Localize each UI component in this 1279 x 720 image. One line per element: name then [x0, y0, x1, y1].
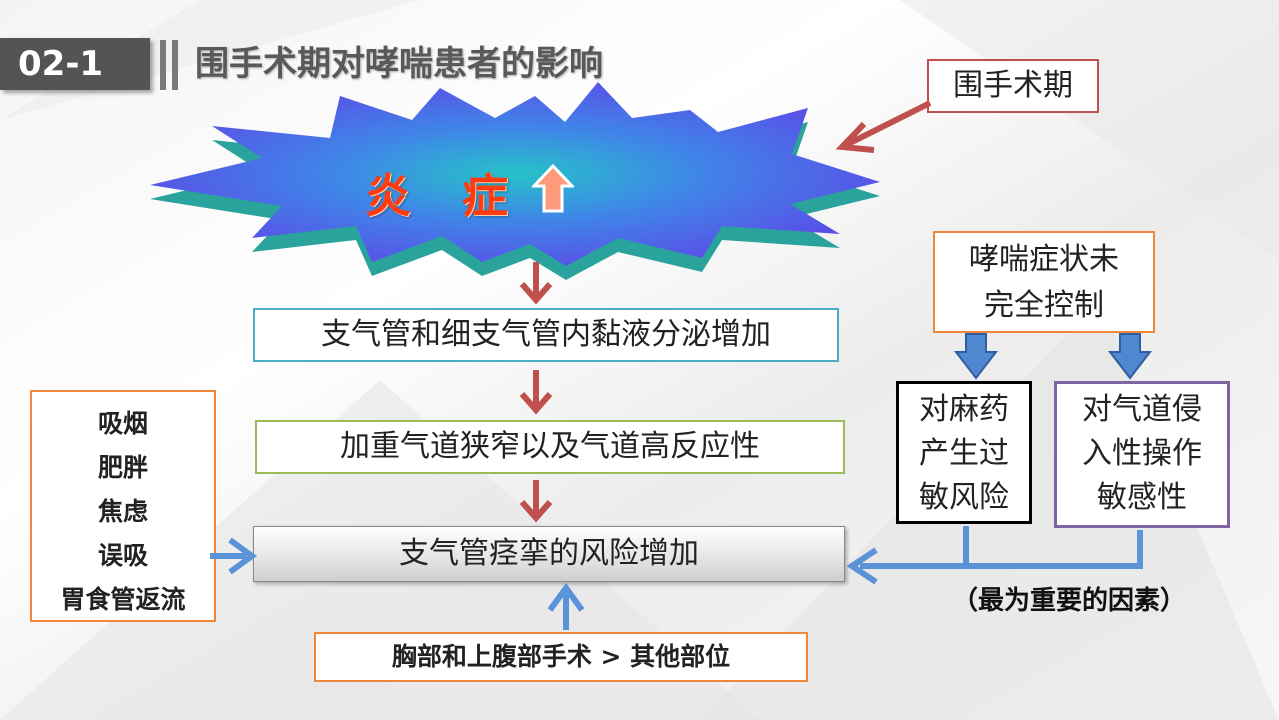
flow-step-bronchospasm: 支气管痉挛的风险增加 — [253, 526, 845, 582]
asthma-uncontrolled-box: 哮喘症状未 完全控制 — [933, 231, 1155, 333]
box-line: 对气道侵 — [1082, 392, 1202, 427]
risk-factor: 吸烟 — [97, 409, 148, 438]
header-divider — [160, 40, 166, 90]
risk-factor: 焦虑 — [97, 497, 148, 526]
surgery-site-box: 胸部和上腹部手术 > 其他部位 — [314, 632, 808, 682]
risk-factor: 肥胖 — [97, 453, 148, 482]
inflammation-label-1: 炎 — [365, 169, 411, 223]
anesthesia-allergy-box: 对麻药 产生过 敏风险 — [896, 381, 1032, 524]
risk-factors-box: 吸烟 肥胖 焦虑 误吸 胃食管返流 — [30, 390, 216, 622]
box-line: 对麻药 — [919, 392, 1009, 427]
box-line: 完全控制 — [984, 288, 1104, 323]
flow-step-airway: 加重气道狭窄以及气道高反应性 — [255, 420, 845, 474]
airway-sensitivity-box: 对气道侵 入性操作 敏感性 — [1054, 381, 1230, 528]
flow-step-mucus: 支气管和细支气管内黏液分泌增加 — [253, 308, 839, 362]
section-number: 02-1 — [0, 38, 150, 90]
box-line: 入性操作 — [1082, 436, 1202, 471]
header-divider — [172, 40, 178, 90]
risk-factor: 误吸 — [97, 541, 148, 570]
box-line: 哮喘症状未 — [969, 242, 1119, 277]
inflammation-label-2: 症 — [462, 169, 508, 223]
perioperative-label: 围手术期 — [927, 59, 1099, 113]
up-arrow-icon — [532, 164, 574, 213]
box-line: 产生过 — [919, 436, 1009, 471]
risk-factor: 胃食管返流 — [60, 585, 186, 614]
box-line: 敏风险 — [919, 480, 1009, 515]
page-title: 围手术期对哮喘患者的影响 — [195, 44, 603, 84]
importance-note: （最为重要的因素） — [952, 586, 1187, 616]
box-line: 敏感性 — [1097, 480, 1187, 515]
